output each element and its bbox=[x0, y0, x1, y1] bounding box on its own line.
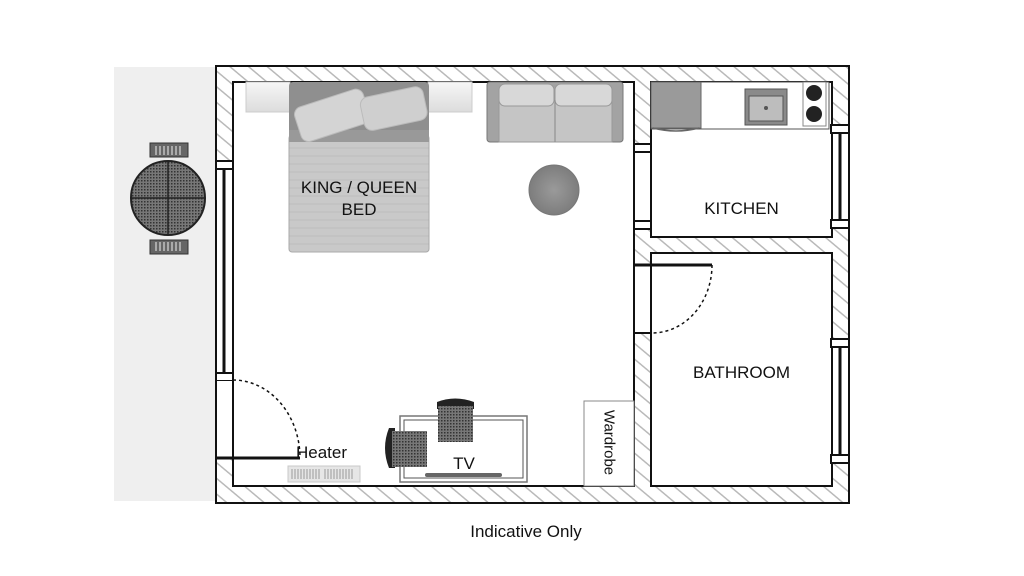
bedside-table-left bbox=[245, 81, 291, 113]
kitchen-bench bbox=[650, 81, 830, 132]
bathroom-label: BATHROOM bbox=[693, 363, 790, 382]
patio-area bbox=[114, 67, 216, 501]
heater-icon bbox=[287, 465, 361, 483]
wardrobe-label: Wardrobe bbox=[600, 409, 618, 476]
bed-label-line2: BED bbox=[341, 200, 377, 219]
kitchen-window bbox=[830, 124, 850, 229]
kitchen-opening bbox=[633, 143, 652, 230]
bed-label-line1: KING / QUEEN bbox=[300, 178, 418, 197]
bathroom-window bbox=[830, 338, 850, 464]
left-window bbox=[215, 160, 234, 382]
tv-icon bbox=[425, 473, 502, 477]
kitchen-label: KITCHEN bbox=[704, 199, 779, 218]
sofa-icon bbox=[486, 81, 624, 143]
caption: Indicative Only bbox=[470, 522, 582, 541]
chair-top-icon bbox=[437, 398, 474, 442]
chair-left-icon bbox=[385, 428, 427, 468]
tv-unit bbox=[385, 398, 528, 483]
patio-table-icon bbox=[130, 142, 206, 255]
sink-icon bbox=[744, 88, 788, 126]
bed-label: KING / QUEEN BED bbox=[289, 177, 429, 221]
cooktop-icon bbox=[802, 81, 827, 127]
bathroom-door bbox=[634, 263, 713, 334]
coffee-table-icon bbox=[528, 164, 580, 216]
bed-icon bbox=[288, 82, 430, 253]
entry-door bbox=[216, 379, 301, 460]
tv-label: TV bbox=[453, 454, 475, 473]
bedside-table-right bbox=[427, 81, 473, 113]
wardrobe-icon bbox=[583, 400, 635, 487]
heater-label: Heater bbox=[296, 443, 348, 462]
fridge-icon bbox=[650, 81, 702, 129]
